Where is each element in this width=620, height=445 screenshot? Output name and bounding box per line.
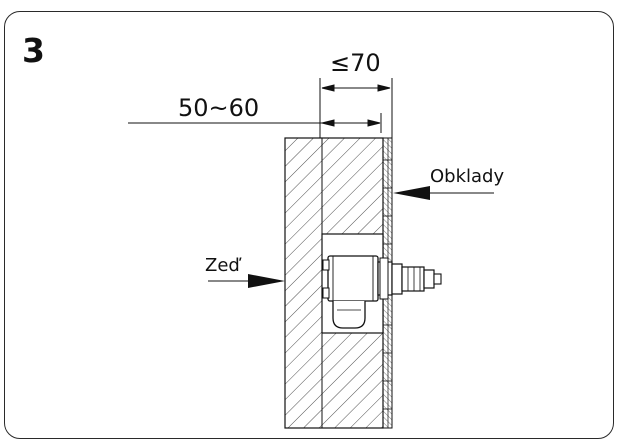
tiles-arrow xyxy=(393,186,494,200)
depth-range-label: 50~60 xyxy=(178,94,259,122)
spindle-connector xyxy=(391,263,442,295)
tiles-label: Obklady xyxy=(430,166,504,187)
wall-label: Zeď xyxy=(205,255,242,276)
wall-arrow xyxy=(208,274,285,288)
max-depth-label: ≤70 xyxy=(330,49,381,77)
dimension-max-depth xyxy=(319,78,393,138)
step-number: 3 xyxy=(22,31,45,70)
valve-body xyxy=(322,255,393,329)
dimension-depth-range xyxy=(128,113,382,133)
